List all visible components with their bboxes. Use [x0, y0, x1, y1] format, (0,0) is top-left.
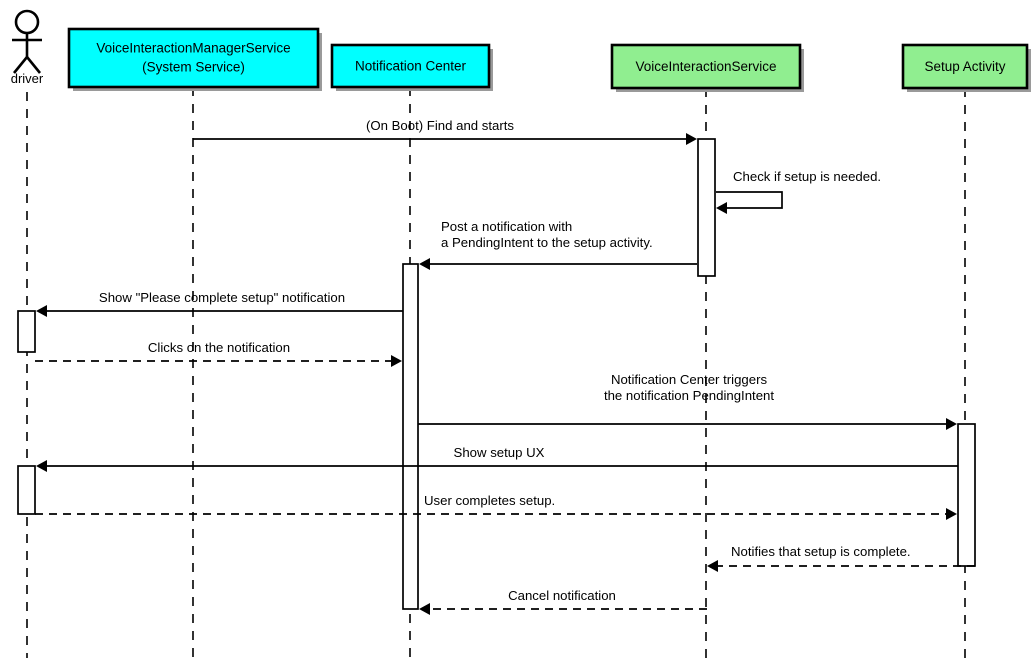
activation-bar-driver — [17, 465, 36, 515]
activation-bar-driver — [17, 310, 36, 353]
activation-bar-setup_activity — [957, 423, 976, 567]
activation-bar-notification_center — [402, 263, 419, 610]
participant-label-notification_center: Notification Center — [355, 59, 467, 74]
arrowhead-m4 — [36, 305, 47, 317]
message-label-m9: Notifies that setup is complete. — [731, 544, 911, 559]
message-label-m4: Show "Please complete setup" notificatio… — [99, 290, 345, 305]
arrowhead-m10 — [419, 603, 430, 615]
participant-box-notification_center[interactable] — [330, 43, 491, 89]
message-m5[interactable]: Clicks on the notification — [35, 340, 402, 367]
participant-sublabel-vims: (System Service) — [142, 60, 245, 75]
message-label-m7: Show setup UX — [454, 445, 545, 460]
arrowhead-m7 — [36, 460, 47, 472]
participant-label-vis: VoiceInteractionService — [635, 59, 776, 74]
message-m4[interactable]: Show "Please complete setup" notificatio… — [36, 290, 403, 317]
message-label-m6: Notification Center triggers — [611, 372, 768, 387]
message-m8[interactable]: User completes setup. — [35, 493, 957, 520]
participant-box-setup_activity[interactable] — [901, 43, 1029, 90]
message-label-m5: Clicks on the notification — [148, 340, 290, 355]
arrowhead-m1 — [686, 133, 697, 145]
participant-box-vims[interactable] — [67, 27, 320, 89]
actor-figure-driver[interactable] — [12, 9, 42, 74]
activation-bar-vis — [697, 138, 716, 277]
arrowhead-m5 — [391, 355, 402, 367]
arrowhead-m3 — [419, 258, 430, 270]
participant-boxes-layer: driver VoiceInteractionManagerService (Sys… — [11, 9, 1031, 92]
activation-bars-layer — [17, 138, 976, 610]
message-m9[interactable]: Notifies that setup is complete. — [707, 544, 975, 572]
message-label-m3: a PendingIntent to the setup activity. — [441, 235, 653, 250]
participant-label-vims: VoiceInteractionManagerService — [96, 41, 290, 56]
participant-box-vis[interactable] — [610, 43, 802, 90]
message-m2[interactable]: Check if setup is needed. — [716, 169, 881, 214]
message-label-m2: Check if setup is needed. — [733, 169, 881, 184]
arrowhead-m9 — [707, 560, 718, 572]
arrowhead-m2 — [716, 202, 727, 214]
message-m7[interactable]: Show setup UX — [36, 445, 958, 472]
arrowhead-m8 — [946, 508, 957, 520]
message-label-m6: the notification PendingIntent — [604, 388, 774, 403]
message-label-m8: User completes setup. — [424, 493, 555, 508]
message-m1[interactable]: (On Boot) Find and starts — [193, 118, 697, 145]
actor-label-driver: driver — [11, 71, 44, 86]
participant-label-setup_activity: Setup Activity — [924, 59, 1005, 74]
message-m10[interactable]: Cancel notification — [419, 588, 707, 615]
arrowhead-m6 — [946, 418, 957, 430]
message-label-m1: (On Boot) Find and starts — [366, 118, 514, 133]
message-label-m10: Cancel notification — [508, 588, 616, 603]
message-label-m3: Post a notification with — [441, 219, 572, 234]
